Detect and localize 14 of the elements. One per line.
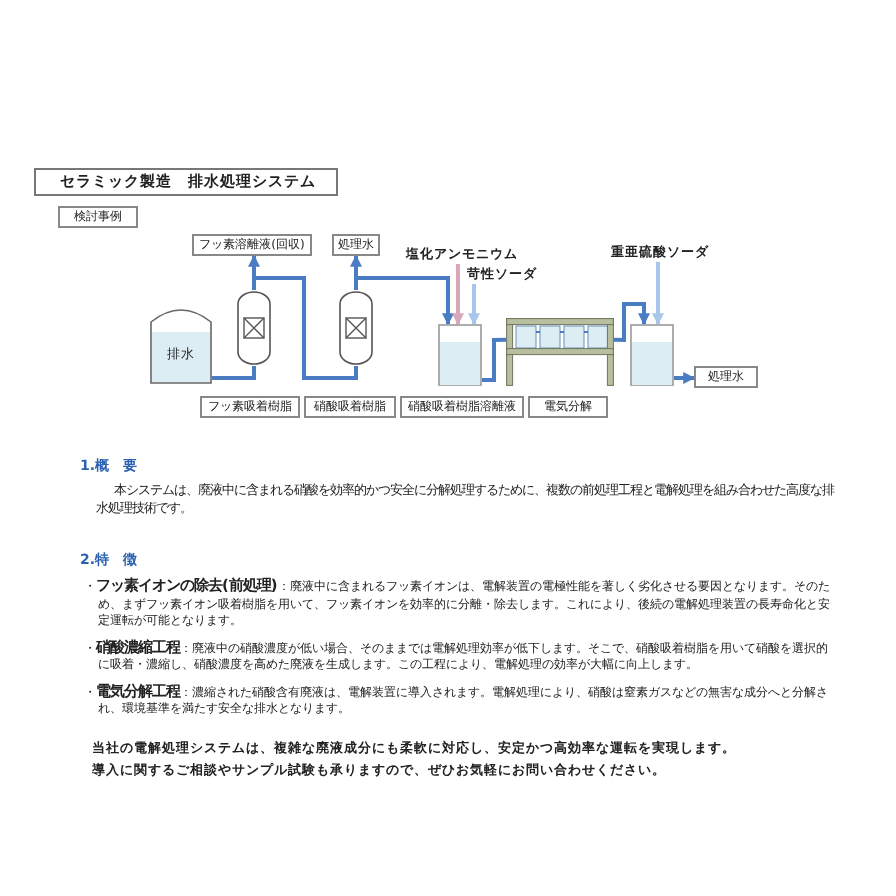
pipe-line [212, 366, 256, 380]
arrow [354, 276, 454, 326]
arrow [468, 284, 480, 326]
arrow [652, 262, 664, 326]
arrow [452, 264, 464, 326]
resin-column [236, 290, 272, 366]
arrow [674, 372, 696, 384]
water-tank [438, 324, 482, 386]
pipe-line [482, 337, 507, 382]
electrolyzer-drawing [506, 318, 614, 386]
pipe-line [252, 276, 358, 380]
arrow [613, 302, 650, 343]
resin-column [338, 290, 374, 366]
water-tank [630, 324, 674, 386]
